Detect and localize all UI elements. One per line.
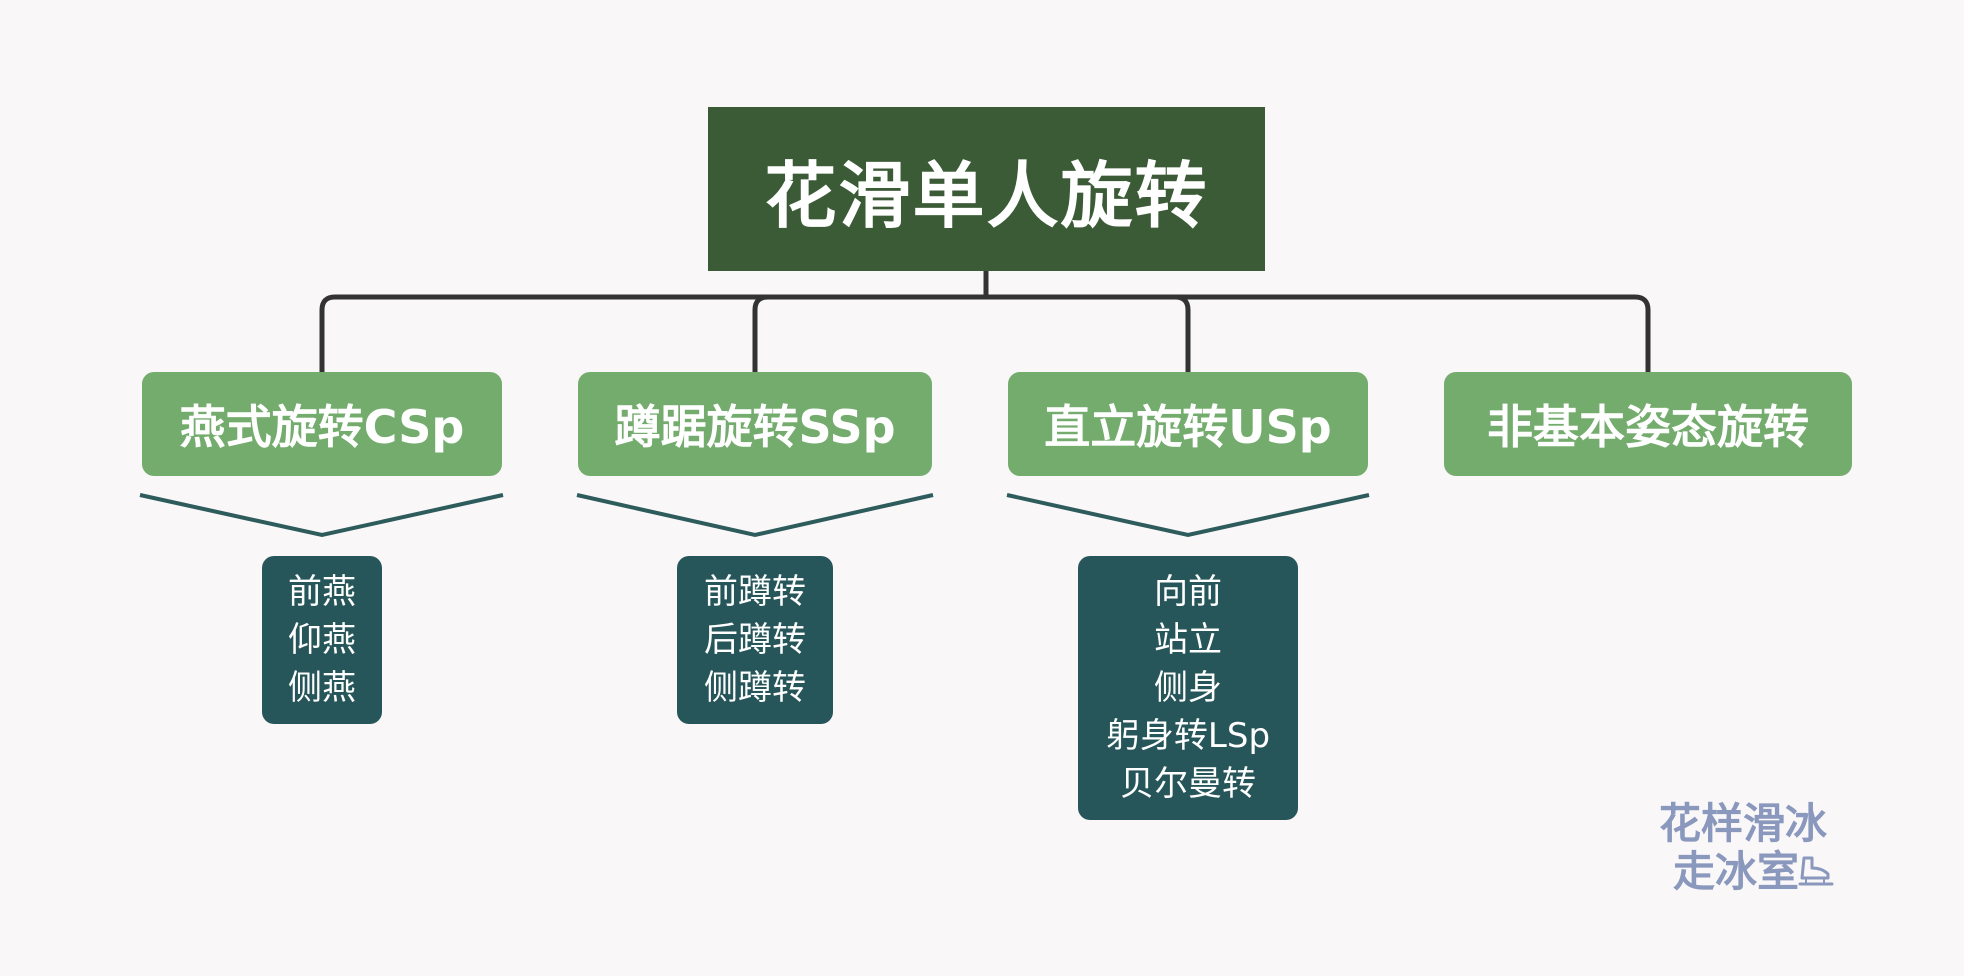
leaf-item: 侧蹲转 [704, 668, 806, 708]
chevron-usp [1006, 493, 1370, 538]
category-camel-spin: 燕式旋转CSp [142, 372, 502, 476]
leaf-upright-variants: 向前 站立 侧身 躬身转LSp 贝尔曼转 [1078, 556, 1298, 820]
watermark-line1: 花样滑冰 [1658, 799, 1827, 848]
leaf-item: 仰燕 [288, 620, 356, 660]
chevron-ssp [576, 493, 934, 538]
category-label: 燕式旋转CSp [179, 400, 465, 454]
leaf-item: 后蹲转 [704, 620, 806, 660]
leaf-item: 站立 [1154, 620, 1222, 660]
watermark-line2: 走冰室 [1672, 847, 1799, 896]
leaf-item: 前蹲转 [704, 572, 806, 612]
leaf-item: 侧燕 [288, 668, 356, 708]
branch-bar-outer [319, 294, 1651, 372]
category-label: 直立旋转USp [1044, 400, 1332, 454]
leaf-item: 躬身转LSp [1105, 716, 1271, 756]
leaf-item: 前燕 [288, 572, 356, 612]
category-label: 非基本姿态旋转 [1487, 400, 1809, 454]
root-label: 花滑单人旋转 [764, 153, 1209, 238]
leaf-camel-variants: 前燕 仰燕 侧燕 [262, 556, 382, 724]
category-nonbasic-spin: 非基本姿态旋转 [1444, 372, 1852, 476]
leaf-item: 向前 [1154, 572, 1222, 612]
leaf-sit-variants: 前蹲转 后蹲转 侧蹲转 [677, 556, 833, 724]
watermark-logo: 花样滑冰 走冰室 [1648, 800, 1838, 896]
root-node: 花滑单人旋转 [708, 107, 1265, 271]
branch-bar-inner [752, 294, 1191, 372]
chevron-csp [139, 493, 504, 538]
skate-icon [1798, 856, 1834, 886]
leaf-item: 贝尔曼转 [1120, 764, 1256, 804]
category-upright-spin: 直立旋转USp [1008, 372, 1368, 476]
category-label: 蹲踞旋转SSp [614, 400, 896, 454]
leaf-item: 侧身 [1154, 668, 1222, 708]
category-sit-spin: 蹲踞旋转SSp [578, 372, 932, 476]
